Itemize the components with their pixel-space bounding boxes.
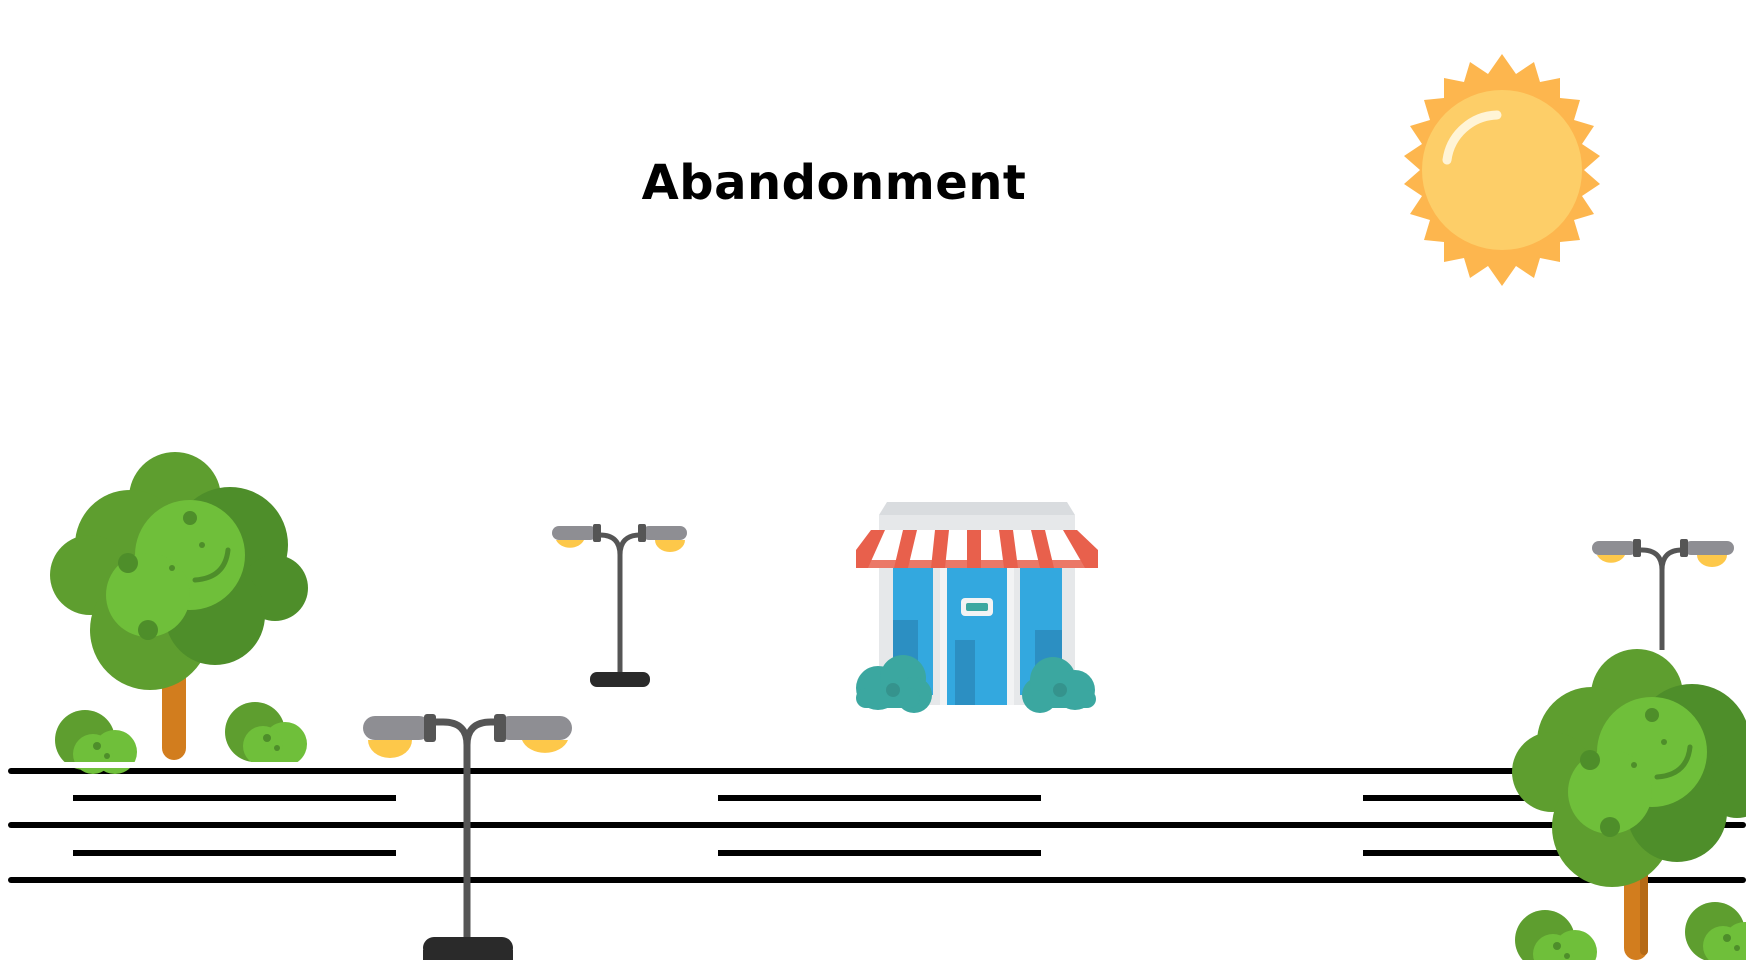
street-lamp-icon — [363, 714, 572, 960]
bush-icon — [1685, 902, 1746, 966]
tree-icon — [50, 452, 308, 760]
sun-icon — [1404, 54, 1600, 286]
slide-title: Abandonment — [641, 155, 1027, 211]
shop-icon — [856, 502, 1098, 713]
road-icon — [8, 768, 1746, 883]
bush-icon — [225, 702, 307, 766]
street-lamp-icon — [1592, 539, 1734, 650]
street-lamp-icon — [552, 524, 687, 687]
tree-icon — [1512, 649, 1746, 960]
